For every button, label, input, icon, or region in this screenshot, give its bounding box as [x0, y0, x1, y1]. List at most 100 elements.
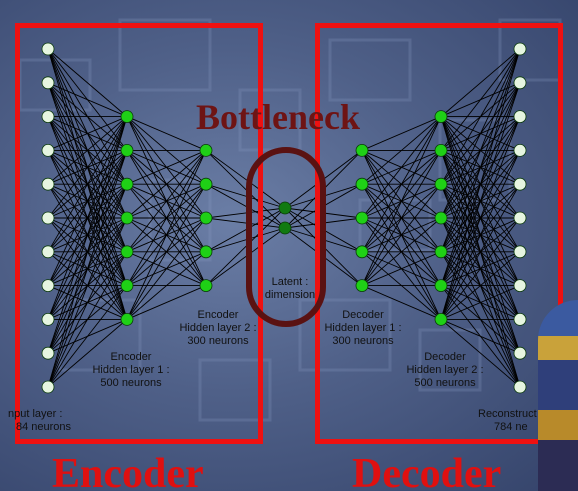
connection-input-enc1	[47, 319, 128, 388]
connection-dec1-dec2	[361, 116, 442, 185]
neuron-input-8	[41, 279, 55, 293]
connection-dec2-output	[440, 48, 521, 185]
neuron-dec1-1	[355, 143, 369, 157]
connection-enc2-latent	[205, 150, 286, 209]
neuron-latent-1	[278, 201, 292, 215]
connection-input-enc1	[47, 184, 128, 388]
neuron-output-9	[513, 312, 527, 326]
neuron-enc1-5	[120, 245, 134, 259]
connection-enc1-enc2	[126, 149, 207, 185]
connection-input-enc1	[47, 82, 128, 118]
connection-enc2-latent	[205, 207, 286, 219]
connection-input-enc1	[47, 217, 128, 388]
neuron-dec1-4	[355, 245, 369, 259]
connection-dec2-output	[440, 251, 521, 320]
connection-dec2-output	[440, 116, 521, 320]
neuron-output-8	[513, 279, 527, 293]
neuron-enc1-2	[120, 143, 134, 157]
neuron-enc2-1	[199, 143, 213, 157]
neuron-enc1-3	[120, 177, 134, 191]
connection-dec1-dec2	[361, 217, 442, 286]
bottleneck-oval	[246, 147, 326, 327]
connection-dec2-output	[440, 318, 521, 354]
input-layer-label: nput layer :84 neurons	[8, 408, 72, 433]
connection-dec2-output	[440, 150, 521, 320]
neuron-input-1	[41, 42, 55, 56]
neuron-output-4	[513, 143, 527, 157]
connection-enc1-enc2	[126, 251, 207, 320]
connection-input-enc1	[47, 116, 128, 354]
neuron-output-6	[513, 211, 527, 225]
neuron-output-1	[513, 42, 527, 56]
neuron-input-9	[41, 312, 55, 326]
connection-enc2-latent	[205, 207, 286, 286]
connection-dec2-output	[440, 48, 521, 320]
neuron-dec2-5	[434, 245, 448, 259]
neuron-enc1-1	[120, 110, 134, 123]
encoder-section-title: Encoder	[52, 451, 204, 491]
connection-dec2-output	[440, 48, 521, 286]
neuron-dec2-3	[434, 177, 448, 191]
neuron-input-10	[41, 346, 55, 360]
connection-dec2-output	[440, 217, 521, 320]
neuron-dec2-2	[434, 143, 448, 157]
connection-input-enc1	[47, 116, 128, 286]
neuron-output-5	[513, 177, 527, 191]
neuron-dec1-3	[355, 211, 369, 225]
latent-label: Latent :dimension	[264, 276, 316, 301]
connection-input-enc1	[47, 150, 128, 388]
connection-input-enc1	[47, 116, 128, 320]
neuron-input-2	[41, 76, 55, 90]
connection-enc2-latent	[205, 207, 286, 253]
neuron-dec1-5	[355, 279, 369, 293]
neuron-output-7	[513, 245, 527, 259]
neuron-dec1-2	[355, 177, 369, 191]
connection-dec2-output	[440, 48, 521, 151]
connection-dec1-dec2	[361, 251, 442, 287]
presenter-partial	[538, 300, 578, 491]
neuron-latent-2	[278, 221, 292, 235]
neuron-dec2-1	[434, 110, 448, 123]
connection-input-enc1	[47, 116, 128, 388]
neuron-enc1-4	[120, 211, 134, 225]
neuron-input-7	[41, 245, 55, 259]
connection-input-enc1	[47, 116, 128, 185]
connection-dec1-dec2	[361, 116, 442, 151]
connection-enc1-enc2	[126, 285, 207, 320]
decoder-section-title: Decoder	[352, 451, 502, 491]
connection-enc1-enc2	[126, 150, 207, 286]
neuron-output-2	[513, 76, 527, 90]
connection-dec2-output	[440, 183, 521, 320]
neuron-input-3	[41, 110, 55, 123]
neuron-enc1-7	[120, 312, 134, 326]
connection-dec1-dec2	[361, 116, 442, 219]
decoder-frame	[315, 23, 563, 444]
neuron-input-4	[41, 143, 55, 157]
connection-dec1-dec2	[361, 183, 442, 286]
connection-input-enc1	[47, 116, 128, 219]
connection-enc1-enc2	[126, 183, 207, 320]
connection-enc1-enc2	[126, 150, 207, 253]
connection-enc2-latent	[205, 183, 286, 209]
connection-input-enc1	[47, 251, 128, 388]
connection-enc1-enc2	[126, 150, 207, 219]
connection-enc1-enc2	[126, 217, 207, 320]
neuron-output-11	[513, 380, 527, 394]
connection-dec1-dec2	[361, 150, 442, 286]
neuron-dec2-4	[434, 211, 448, 225]
neuron-enc2-2	[199, 177, 213, 191]
connection-input-enc1	[47, 48, 128, 117]
connection-input-enc1	[47, 285, 128, 388]
neuron-input-5	[41, 177, 55, 191]
neuron-output-3	[513, 110, 527, 123]
connection-dec1-dec2	[361, 116, 442, 286]
connection-input-enc1	[47, 116, 128, 253]
connection-dec1-dec2	[361, 285, 442, 320]
connection-dec2-output	[440, 48, 521, 219]
